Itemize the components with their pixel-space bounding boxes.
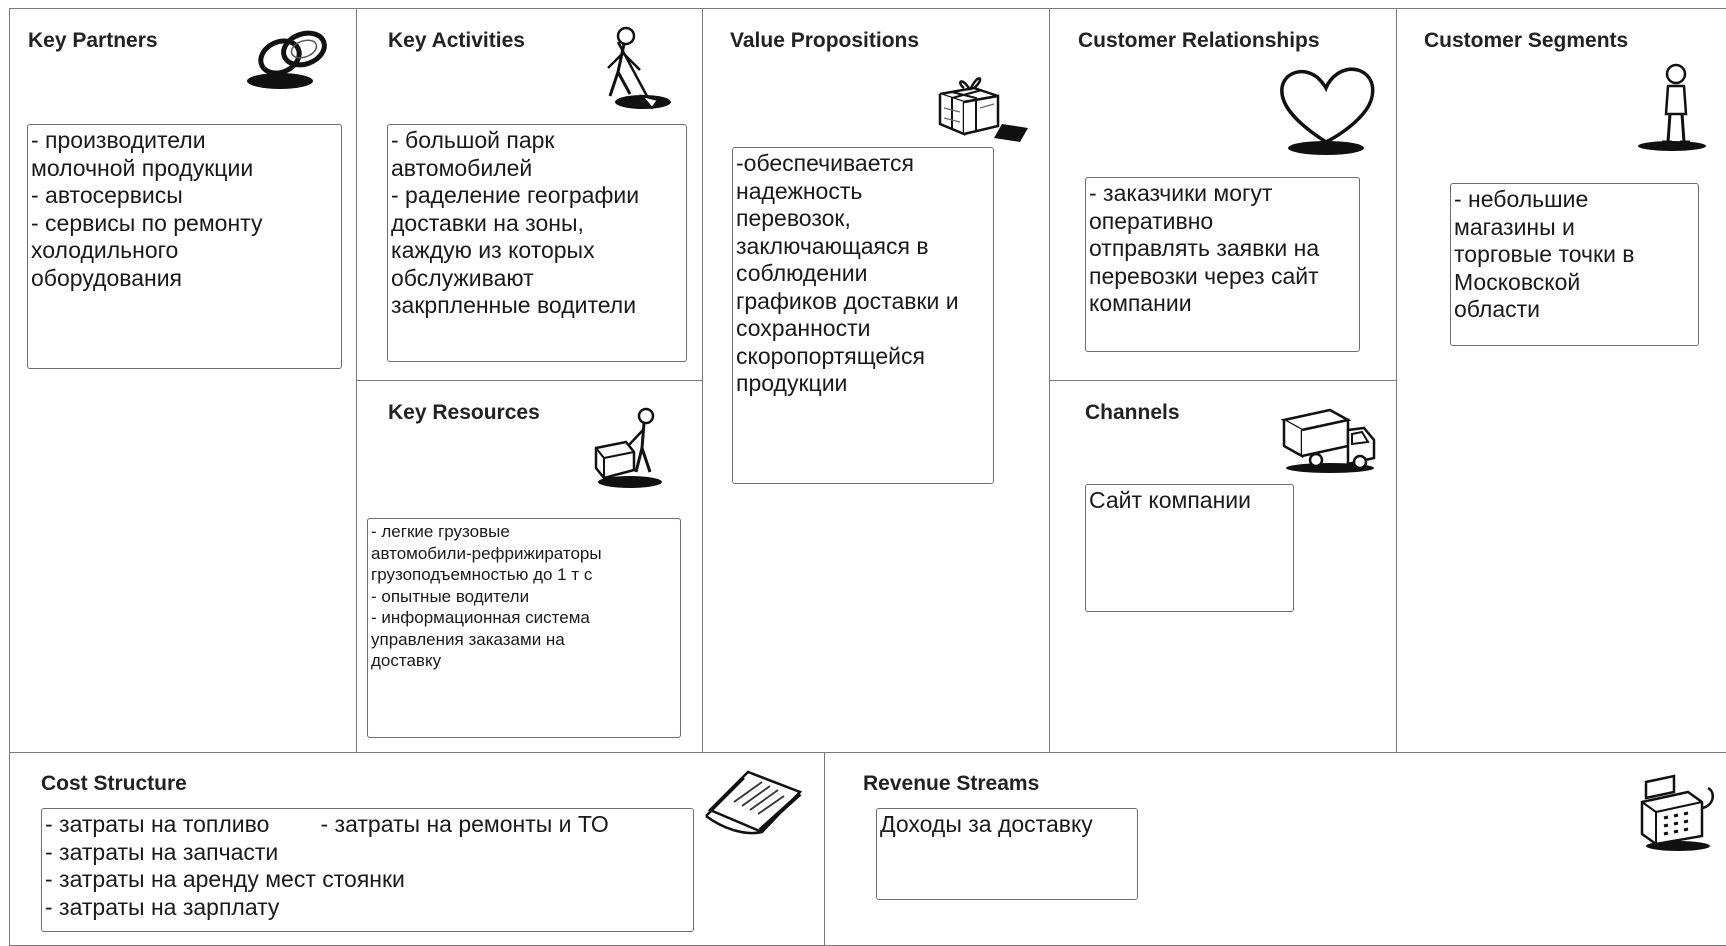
key-activities-title: Key Activities <box>388 29 525 52</box>
note-line: - сервисы по ремонту <box>31 209 263 236</box>
note-line: каждую из которых <box>391 237 595 263</box>
customer-relationships-title: Customer Relationships <box>1078 29 1320 52</box>
note-line: - небольшие <box>1454 186 1589 212</box>
note-line: оперативно <box>1089 207 1214 234</box>
revenue-streams-note: Доходы за доставку <box>876 808 1138 900</box>
standing-person-icon <box>1632 62 1712 154</box>
note-line: надежность <box>736 177 863 204</box>
note-line: доставку <box>371 651 442 670</box>
cost-structure-note: - затраты на топливо - затраты на ремонт… <box>41 808 694 932</box>
note-line: - легкие грузовые <box>371 522 510 541</box>
note-line: компании <box>1089 290 1192 316</box>
note-line: - опытные водители <box>371 586 530 606</box>
customer-segments-note: - небольшие магазины и торговые точки в … <box>1450 183 1699 346</box>
note-line: - большой парк <box>391 127 555 153</box>
note-line: - затраты на топливо - затраты на ремонт… <box>45 811 609 837</box>
note-line: автомобили-рефрижираторы <box>371 543 602 563</box>
note-line: доставки на зоны, <box>391 209 584 236</box>
customer-segments-title: Customer Segments <box>1424 29 1629 52</box>
note-line: продукции <box>736 370 848 396</box>
key-partners-block <box>9 8 357 753</box>
note-line: Московской <box>1454 268 1581 295</box>
note-line: - раделение географии <box>391 182 640 208</box>
note-line: грузоподъемностью до 1 т с <box>371 565 593 584</box>
note-line: заключающаяся в <box>736 232 929 259</box>
delivery-truck-icon <box>1280 404 1378 474</box>
note-line: автомобилей <box>391 154 533 181</box>
customer-relationships-note: - заказчики могут оперативно отправлять … <box>1085 177 1360 352</box>
value-propositions-title: Value Propositions <box>730 29 920 52</box>
note-line: - производители <box>31 127 206 153</box>
note-line: холодильного <box>31 237 179 263</box>
channels-note: Сайт компании <box>1085 484 1294 612</box>
note-line: торговые точки в <box>1454 241 1635 267</box>
note-line: сохранности <box>736 315 871 341</box>
heart-icon <box>1278 66 1378 158</box>
note-line: молочной продукции <box>31 154 254 181</box>
note-line: -обеспечивается <box>736 150 914 176</box>
key-resources-note: - легкие грузовые автомобили-рефрижирато… <box>367 518 681 738</box>
revenue-streams-title: Revenue Streams <box>863 772 1040 795</box>
note-line: управления заказами на <box>371 629 565 649</box>
note-line: скоропортящейся <box>736 342 925 369</box>
key-partners-title: Key Partners <box>28 29 158 52</box>
note-line: оборудования <box>31 264 182 291</box>
channels-title: Channels <box>1085 401 1180 424</box>
note-line: - затраты на зарплату <box>45 893 280 920</box>
note-line: - затраты на запчасти <box>45 838 279 865</box>
cash-register-icon <box>1638 762 1722 852</box>
note-line: перевозки через сайт <box>1089 262 1319 289</box>
cost-structure-title: Cost Structure <box>41 772 187 795</box>
key-resources-title: Key Resources <box>388 401 540 424</box>
note-line: - информационная система <box>371 608 590 627</box>
key-partners-note: - производители молочной продукции - авт… <box>27 124 342 369</box>
note-line: Сайт компании <box>1089 487 1251 513</box>
note-line: - заказчики могут <box>1089 180 1273 206</box>
note-line: закрпленные водители <box>391 292 637 318</box>
note-line: области <box>1454 296 1541 322</box>
note-line: отправлять заявки на <box>1089 235 1320 261</box>
note-line: - затраты на аренду мест стоянки <box>45 866 405 892</box>
note-line: соблюдении <box>736 260 868 286</box>
person-pushing-box-icon <box>592 406 674 492</box>
note-line: перевозок, <box>736 205 851 231</box>
note-line: обслуживают <box>391 264 534 291</box>
note-line: - автосервисы <box>31 182 183 208</box>
receipt-icon <box>704 766 804 838</box>
gift-box-icon <box>936 68 1032 146</box>
key-activities-note: - большой парк автомобилей - раделение г… <box>387 124 687 362</box>
value-propositions-note: -обеспечивается надежность перевозок, за… <box>732 147 994 484</box>
chain-links-icon <box>242 24 338 92</box>
note-line: графиков доставки и <box>736 287 959 314</box>
note-line: Доходы за доставку <box>880 811 1093 837</box>
person-digging-icon <box>588 24 680 112</box>
note-line: магазины и <box>1454 213 1575 240</box>
customer-segments-block <box>1396 8 1726 753</box>
